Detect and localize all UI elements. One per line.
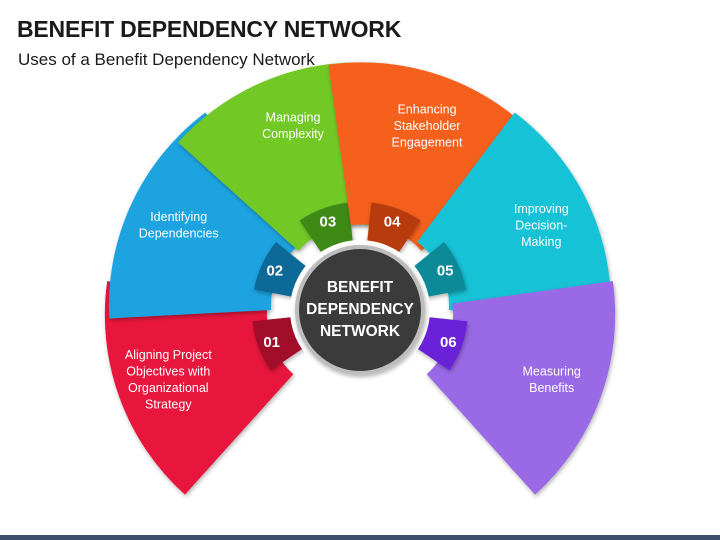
segment-label-line: Identifying — [150, 210, 207, 224]
segment-label-line: Complexity — [262, 127, 325, 141]
segment-label-line: Dependencies — [139, 227, 219, 241]
page-title: BENEFIT DEPENDENCY NETWORK — [17, 16, 402, 42]
center-title-line: BENEFIT — [327, 279, 394, 296]
segment-label-line: Strategy — [145, 398, 192, 412]
center-circle — [295, 245, 425, 375]
segment-shape-04 — [328, 62, 542, 251]
segment-label-line: Objectives with — [126, 365, 210, 379]
center-title-line: DEPENDENCY — [306, 301, 414, 318]
segment-label-line: Stakeholder — [394, 119, 461, 133]
center-title-line: NETWORK — [320, 323, 401, 340]
segment-label-line: Measuring — [523, 365, 581, 379]
segment-number-03: 03 — [320, 214, 337, 231]
footer-bar — [0, 535, 720, 540]
segment-label-line: Making — [521, 235, 561, 249]
segment-label-line: Engagement — [392, 135, 463, 149]
segment-shape-06 — [426, 281, 616, 495]
segment-number-06: 06 — [440, 334, 457, 351]
segment-label-line: Improving — [514, 202, 569, 216]
segment-label-line: Organizational — [128, 381, 209, 395]
segment-shape-05 — [417, 112, 612, 319]
segment-shape-01 — [104, 281, 294, 495]
segment-shape-02 — [108, 112, 303, 319]
segment-label-line: Decision- — [515, 219, 567, 233]
segment-label-line: Aligning Project — [125, 348, 212, 362]
segment-label-line: Enhancing — [397, 102, 456, 116]
segment-number-05: 05 — [437, 262, 454, 279]
page-subtitle: Uses of a Benefit Dependency Network — [18, 50, 315, 69]
segment-label-line: Managing — [266, 111, 321, 125]
segment-label-line: Benefits — [529, 381, 574, 395]
segment-number-01: 01 — [263, 334, 280, 351]
center-title: BENEFIT DEPENDENCY NETWORK — [306, 279, 414, 340]
segment-number-04: 04 — [384, 214, 401, 231]
segment-number-02: 02 — [266, 262, 283, 279]
